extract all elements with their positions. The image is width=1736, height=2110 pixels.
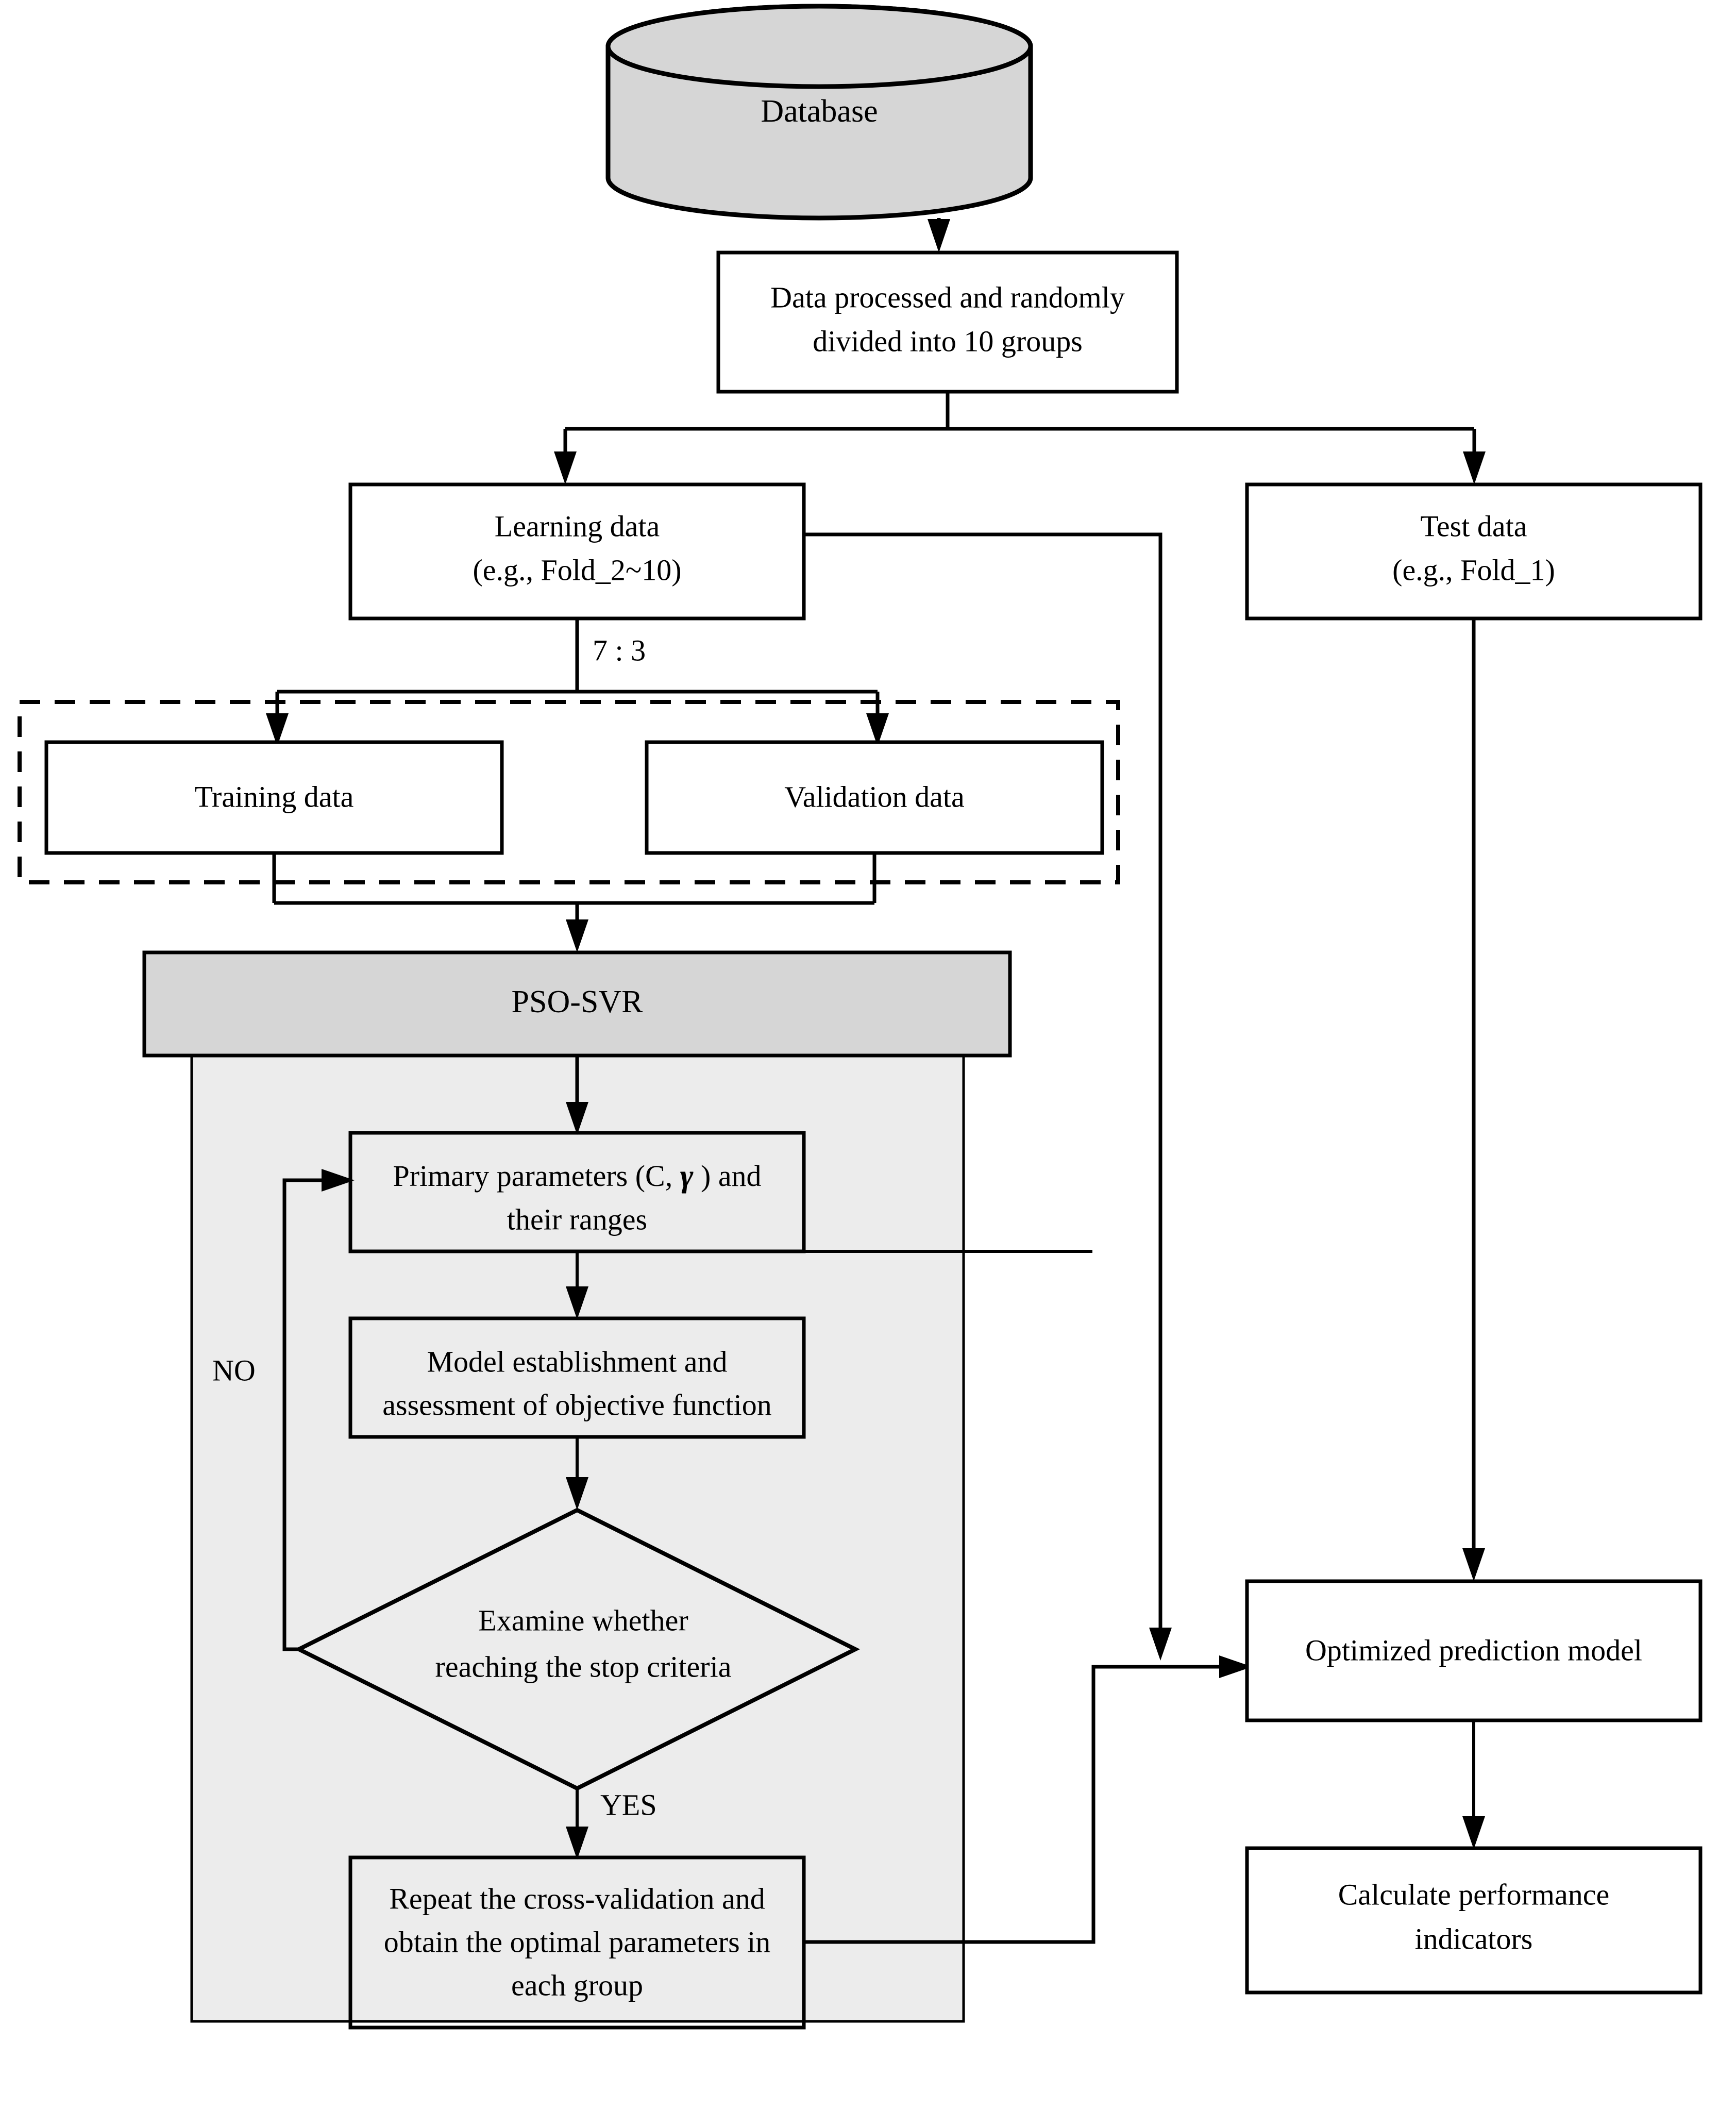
- split-ratio-label: 7 : 3: [593, 633, 646, 667]
- repeat-cv-label-line1: Repeat the cross-validation and: [389, 1882, 765, 1915]
- model-establishment-label-line1: Model establishment and: [427, 1345, 727, 1378]
- validation-data-label: Validation data: [784, 780, 965, 813]
- optimized-model-label: Optimized prediction model: [1305, 1633, 1642, 1667]
- pso-svr-panel: [190, 1054, 965, 2023]
- repeat-cv-label-line3: each group: [511, 1968, 643, 2002]
- stop-criteria-label-line2: reaching the stop criteria: [435, 1650, 732, 1683]
- node-calc-indicators: Calculate performance indicators: [1245, 1846, 1703, 1995]
- node-repeat-cv: Repeat the cross-validation and obtain t…: [348, 1855, 806, 2030]
- edge-test-data-to-optimized-model: [1462, 618, 1485, 1581]
- node-pso-svr: PSO-SVR: [142, 950, 1012, 1058]
- edge-learning-data-to-optimized-model: [804, 532, 1172, 1661]
- learning-data-label-line2: (e.g., Fold_2~10): [473, 553, 681, 587]
- stop-criteria-label-line1: Examine whether: [478, 1603, 688, 1637]
- edge-primary-to-model: [566, 1250, 1092, 1319]
- primary-parameters-label-line1: Primary parameters (C, γ ) and: [393, 1159, 761, 1194]
- repeat-cv-label-line2: obtain the optimal parameters in: [384, 1925, 771, 1958]
- node-database: Database: [605, 4, 1033, 221]
- training-data-label: Training data: [195, 780, 354, 813]
- node-stop-criteria: Examine whether reaching the stop criter…: [294, 1508, 860, 1791]
- primary-parameters-label-post: ) and: [694, 1159, 762, 1193]
- edge-no-feedback-loop: NO: [212, 1169, 355, 1651]
- node-learning-data: Learning data (e.g., Fold_2~10): [348, 482, 806, 621]
- model-establishment-label-line2: assessment of objective function: [382, 1388, 771, 1421]
- calc-indicators-label-line2: indicators: [1415, 1922, 1533, 1955]
- test-data-label-line2: (e.g., Fold_1): [1392, 553, 1555, 587]
- edge-preprocess-split: [554, 392, 1486, 484]
- database-label: Database: [761, 94, 878, 129]
- yes-branch-label: YES: [600, 1788, 657, 1821]
- pso-svr-label: PSO-SVR: [512, 984, 644, 1019]
- calc-indicators-label-line1: Calculate performance: [1338, 1878, 1610, 1911]
- no-branch-label: NO: [212, 1353, 256, 1387]
- edge-traval-to-pso: [272, 853, 877, 952]
- node-model-establishment: Model establishment and assessment of ob…: [348, 1316, 806, 1439]
- node-optimized-model: Optimized prediction model: [1245, 1579, 1703, 1722]
- edge-database-to-preprocess: [928, 218, 950, 253]
- node-validation-data: Validation data: [645, 740, 1104, 855]
- edge-repeat-to-optimized-model: [804, 1655, 1252, 1944]
- learning-data-label-line1: Learning data: [495, 509, 660, 543]
- edge-yes-branch: YES: [566, 1788, 657, 1860]
- node-training-data: Training data: [44, 740, 504, 855]
- node-test-data: Test data (e.g., Fold_1): [1245, 482, 1703, 621]
- node-preprocess: Data processed and randomly divided into…: [716, 250, 1179, 394]
- edge-model-to-decision: [566, 1437, 588, 1510]
- test-data-label-line1: Test data: [1421, 509, 1527, 543]
- primary-parameters-label-line2: their ranges: [507, 1202, 647, 1236]
- gamma-symbol: γ: [680, 1159, 694, 1194]
- edge-learning-split: 7 : 3: [266, 618, 889, 746]
- node-primary-parameters: Primary parameters (C, γ ) and their ran…: [348, 1131, 806, 1253]
- edge-optimized-to-calc: [1462, 1720, 1485, 1849]
- preprocess-label-line1: Data processed and randomly: [770, 280, 1125, 314]
- training-validation-group-outline: [18, 700, 1120, 884]
- edge-pso-to-primary: [566, 1056, 588, 1135]
- preprocess-label-line2: divided into 10 groups: [813, 324, 1083, 358]
- primary-parameters-label-pre: Primary parameters (C,: [393, 1159, 680, 1193]
